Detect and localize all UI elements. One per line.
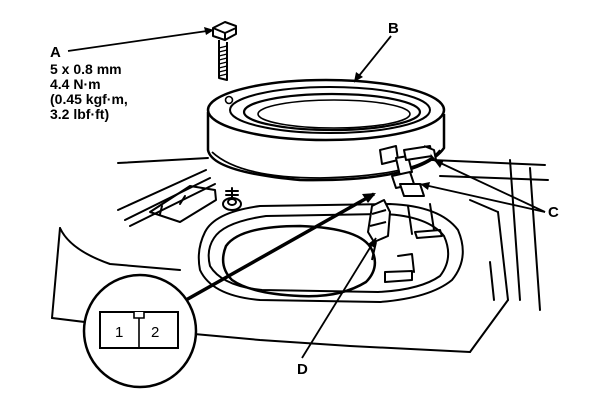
detail-pointer xyxy=(185,192,375,302)
bolt-torque-nm: 4.4 N·m xyxy=(50,76,101,92)
callout-c: C xyxy=(548,204,559,221)
callout-a: A xyxy=(50,44,61,61)
leader-d xyxy=(301,237,377,359)
connector-detail: 1 2 xyxy=(82,273,198,389)
leader-a xyxy=(67,29,215,52)
bolt xyxy=(212,21,237,81)
connector-key xyxy=(133,312,145,319)
pin-1-label: 1 xyxy=(115,324,123,341)
callout-b: B xyxy=(388,20,399,37)
speaker-connector xyxy=(367,199,391,261)
callout-d: D xyxy=(297,361,308,378)
bolt-torque-kgfm: (0.45 kgf·m, xyxy=(50,91,128,107)
arrowhead-b xyxy=(354,72,363,82)
bolt-size: 5 x 0.8 mm xyxy=(50,61,122,77)
arrowhead-d xyxy=(368,238,376,248)
leader-b xyxy=(353,35,392,83)
leader-c-upper xyxy=(433,159,546,213)
arrowhead-c-upper xyxy=(434,160,444,168)
bolt-torque-lbfft: 3.2 lbf·ft) xyxy=(50,106,109,122)
mounting-clips xyxy=(379,145,437,197)
leader-lines xyxy=(67,29,546,359)
pin-2-label: 2 xyxy=(151,324,159,341)
arrow-heads xyxy=(204,27,444,248)
arrowhead-detail xyxy=(362,193,376,203)
arrowhead-a xyxy=(204,27,214,35)
speaker-opening xyxy=(221,224,377,298)
arrowhead-c-lower xyxy=(420,182,430,190)
leader-c-lower xyxy=(419,183,546,213)
